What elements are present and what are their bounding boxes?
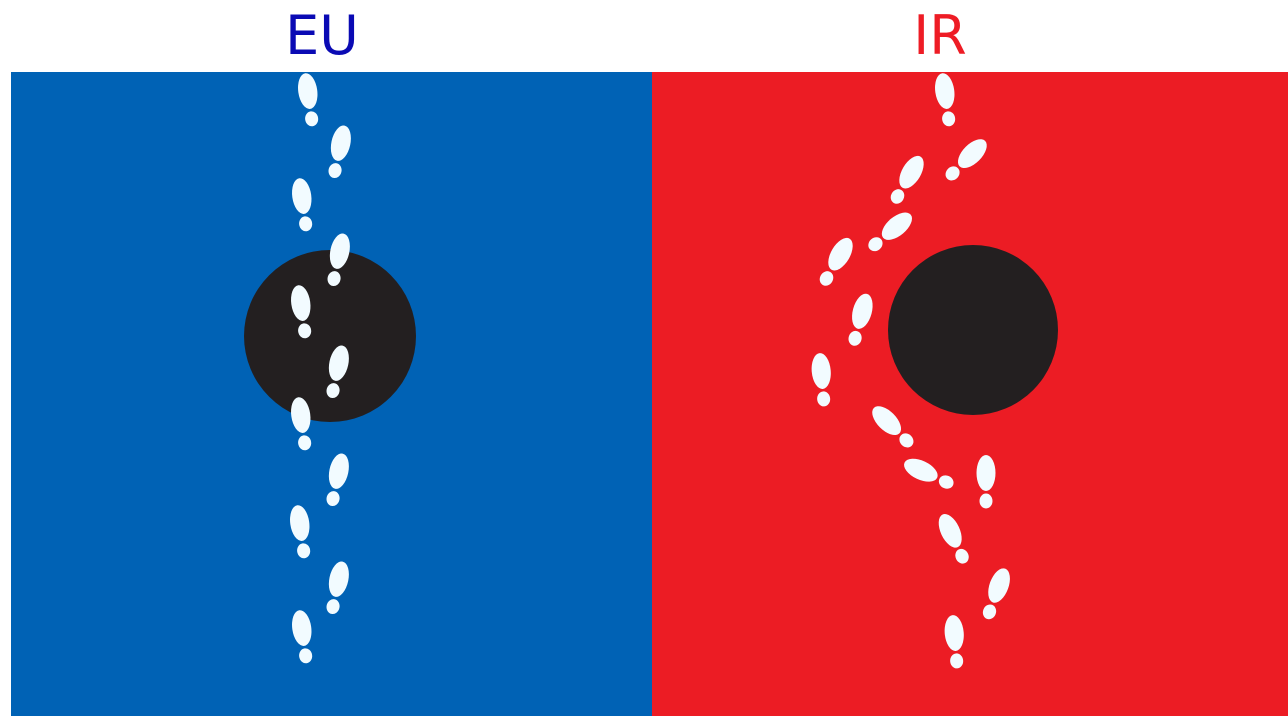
ir-illustration	[652, 72, 1288, 716]
eu-illustration	[11, 72, 652, 716]
ir-panel-title: IR	[840, 6, 1040, 66]
eu-panel	[11, 72, 652, 716]
ir-obstacle-circle	[888, 245, 1058, 415]
eu-panel-title: EU	[222, 6, 422, 66]
ir-panel	[652, 72, 1288, 716]
